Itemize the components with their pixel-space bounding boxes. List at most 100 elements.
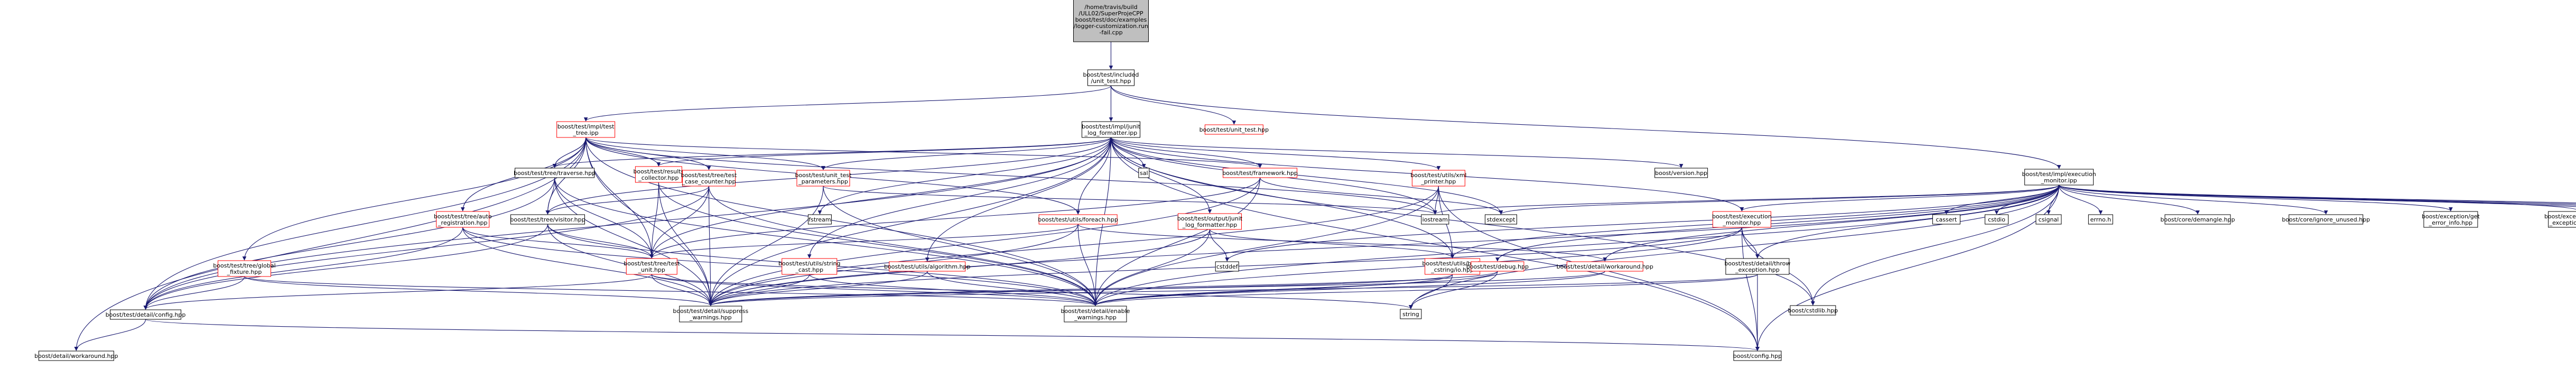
edge-impl_junit-to-version (1110, 137, 1684, 168)
node-box (1790, 305, 1836, 316)
edge-tree_global_fixture-to-detail_config (143, 276, 245, 310)
node-fstream[interactable]: fstream (807, 214, 832, 225)
node-utils-foreach[interactable]: boost/test/utils/foreach.hpp (1038, 214, 1118, 225)
node-utils-algorithm[interactable]: boost/test/utils/algorithm.hpp (884, 261, 971, 272)
edge-impl_test_tree-to-boost_detail_workaround (74, 137, 587, 351)
node-iostream[interactable]: iostream (1421, 214, 1449, 225)
node-tree-test-unit[interactable]: boost/test/tree/test_unit.hpp (624, 258, 680, 275)
edge-framework-to-detail_suppress (709, 177, 1261, 306)
edge-utils_basic_cstring_io-to-detail_enable (1093, 274, 1453, 306)
node-label: /home/travis/build (1084, 4, 1137, 11)
node-box (626, 258, 677, 275)
node-detail-throw-exception[interactable]: boost/test/detail/throw_exception.hpp (1724, 258, 1790, 275)
node-cstdlib[interactable]: boost/cstdlib.hpp (1788, 305, 1838, 316)
node-core-demangle[interactable]: boost/core/demangle.hpp (2160, 214, 2235, 225)
node-label: _log_formatter.ipp (1084, 130, 1138, 136)
edge-tree_global_fixture-to-detail_enable (244, 276, 1098, 306)
edge-tree_traverse-to-tree_visitor (545, 177, 555, 215)
node-utils-xml-printer[interactable]: boost/test/utils/xml_printer.hpp (1410, 170, 1466, 187)
node-detail-enable[interactable]: boost/test/detail/enable_warnings.hpp (1061, 306, 1130, 322)
node-label: iostream (1422, 216, 1448, 223)
edge-tree_test_unit-to-detail_suppress (651, 274, 713, 306)
edge-impl_junit-to-boost_config (1110, 137, 1760, 351)
node-cstddef[interactable]: cstddef (1215, 261, 1239, 272)
node-tree-auto-registration[interactable]: boost/test/tree/auto_registration.hpp (434, 211, 492, 228)
node-box (38, 351, 114, 361)
node-box (889, 261, 966, 272)
node-sal[interactable]: sal (1138, 168, 1150, 178)
edge-tree_global_fixture-to-detail_suppress (244, 276, 713, 306)
node-impl-execution-monitor[interactable]: boost/test/impl/execution_monitor.ipp (2022, 169, 2096, 186)
node-csignal[interactable]: csignal (2035, 214, 2062, 225)
node-label: boost/test/utils/basic (1422, 260, 1482, 267)
node-core-ignore-unused[interactable]: boost/core/ignore_unused.hpp (2282, 214, 2370, 225)
edge-detail_config-to-boost_detail_workaround (74, 319, 146, 351)
node-output-junit[interactable]: boost/test/output/junit_log_formatter.hp… (1177, 213, 1243, 230)
node-label: boost/cstdlib.hpp (1788, 307, 1838, 314)
node-results-collector[interactable]: boost/test/results_collector.hpp (633, 166, 684, 183)
node-framework[interactable]: boost/test/framework.hpp (1222, 168, 1298, 178)
node-version[interactable]: boost/version.hpp (1654, 168, 1708, 178)
node-string[interactable]: string (1400, 309, 1422, 319)
edge-tree_test_case_counter-to-tree_visitor (545, 186, 710, 215)
node-utils-string-cast[interactable]: boost/test/utils/string_cast.hpp (778, 258, 840, 275)
node-label: -fail.cpp (1099, 29, 1122, 36)
node-detail-config[interactable]: boost/test/detail/config.hpp (106, 309, 186, 320)
node-label: _exception_cast.hpp (2549, 219, 2576, 226)
node-unit-test-hpp[interactable]: boost/test/unit_test.hpp (1199, 124, 1269, 135)
node-label: /logger-customization.run (1074, 23, 1148, 30)
node-debug[interactable]: boost/test/debug.hpp (1466, 261, 1529, 272)
node-box (110, 309, 182, 320)
node-execution-monitor[interactable]: boost/test/execution_monitor.hpp (1712, 211, 1772, 228)
node-tree-global-fixture[interactable]: boost/test/tree/global_fixture.hpp (213, 260, 276, 277)
edge-impl_execution_monitor-to-debug (1495, 185, 2060, 262)
node-label: fstream (808, 216, 831, 223)
node-impl-test-tree[interactable]: boost/test/impl/test_tree.ipp (556, 121, 616, 138)
node-box (515, 168, 595, 178)
node-errno-h[interactable]: errno.h (2088, 214, 2113, 225)
edge-tree_test_case_counter-to-detail_suppress (708, 186, 713, 306)
node-exception-get-error-info[interactable]: boost/exception/get_error_info.hpp (2422, 211, 2480, 228)
edge-impl_junit-to-utils_algorithm (925, 137, 1112, 262)
node-detail-suppress[interactable]: boost/test/detail/suppress_warnings.hpp (673, 306, 748, 322)
edge-impl_execution_monitor-to-detail_suppress (709, 185, 2060, 306)
node-stdexcept[interactable]: stdexcept (1484, 214, 1517, 225)
node-box (2024, 169, 2094, 186)
edge-framework-to-stdexcept (1260, 177, 1503, 215)
node-impl-junit[interactable]: boost/test/impl/junit_log_formatter.ipp (1081, 121, 1141, 138)
node-included-unit-test[interactable]: boost/test/included/unit_test.hpp (1083, 69, 1139, 86)
edge-impl_execution_monitor-to-execution_monitor (1740, 185, 2060, 211)
node-boost-config[interactable]: boost/config.hpp (1733, 351, 1782, 361)
node-tree-test-case-counter[interactable]: boost/test/tree/test_case_counter.hpp (681, 170, 738, 187)
node-label: boost/config.hpp (1733, 353, 1782, 359)
node-tree-visitor[interactable]: boost/test/tree/visitor.hpp (510, 214, 585, 225)
node-cassert[interactable]: cassert (1932, 214, 1960, 225)
node-exception-current[interactable]: boost/exception/current_exception_cast.h… (2544, 211, 2576, 228)
edge-impl_execution_monitor-to-core_ignore_unused (2059, 185, 2328, 215)
node-box (807, 214, 832, 225)
node-label: _monitor.hpp (1722, 219, 1761, 226)
node-box (1038, 214, 1118, 225)
edge-impl_execution_monitor-to-typeinfo (2059, 185, 2576, 206)
edge-utils_algorithm-to-detail_suppress (709, 271, 928, 306)
edge-utils_xml_printer-to-iostream (1433, 186, 1439, 215)
node-detail-workaround[interactable]: boost/test/detail/workaround.hpp (1557, 261, 1653, 272)
edge-unit_test_parameters-to-iostream (823, 186, 1437, 215)
node-unit-test-parameters[interactable]: boost/test/unit_test_parameters.hpp (795, 170, 852, 187)
node-root[interactable]: /home/travis/build/ULL02/SuperProjeCPPbo… (1073, 0, 1149, 42)
node-box (2164, 214, 2231, 225)
node-box (635, 166, 682, 183)
edge-tree_traverse-to-detail_config (143, 177, 555, 310)
node-boost-detail-workaround[interactable]: boost/detail/workaround.hpp (34, 351, 118, 361)
node-label: _parameters.hpp (798, 178, 848, 185)
node-box (1712, 211, 1771, 228)
node-utils-basic-cstring-io[interactable]: boost/test/utils/basic_cstring/io.hpp (1422, 258, 1483, 275)
edge-impl_execution_monitor-to-exception_get_error_info (2059, 185, 2453, 211)
node-label: boost/test/unit_test.hpp (1199, 126, 1269, 133)
edge-impl_junit-to-results_collector (656, 137, 1112, 167)
edge-utils_string_cast-to-detail_suppress (708, 274, 810, 306)
node-cstdio[interactable]: cstdio (1985, 214, 2009, 225)
edge-unit_test_parameters-to-detail_enable (823, 186, 1098, 306)
node-tree-traverse[interactable]: boost/test/tree/traverse.hpp (514, 168, 596, 178)
node-box (1566, 261, 1643, 272)
